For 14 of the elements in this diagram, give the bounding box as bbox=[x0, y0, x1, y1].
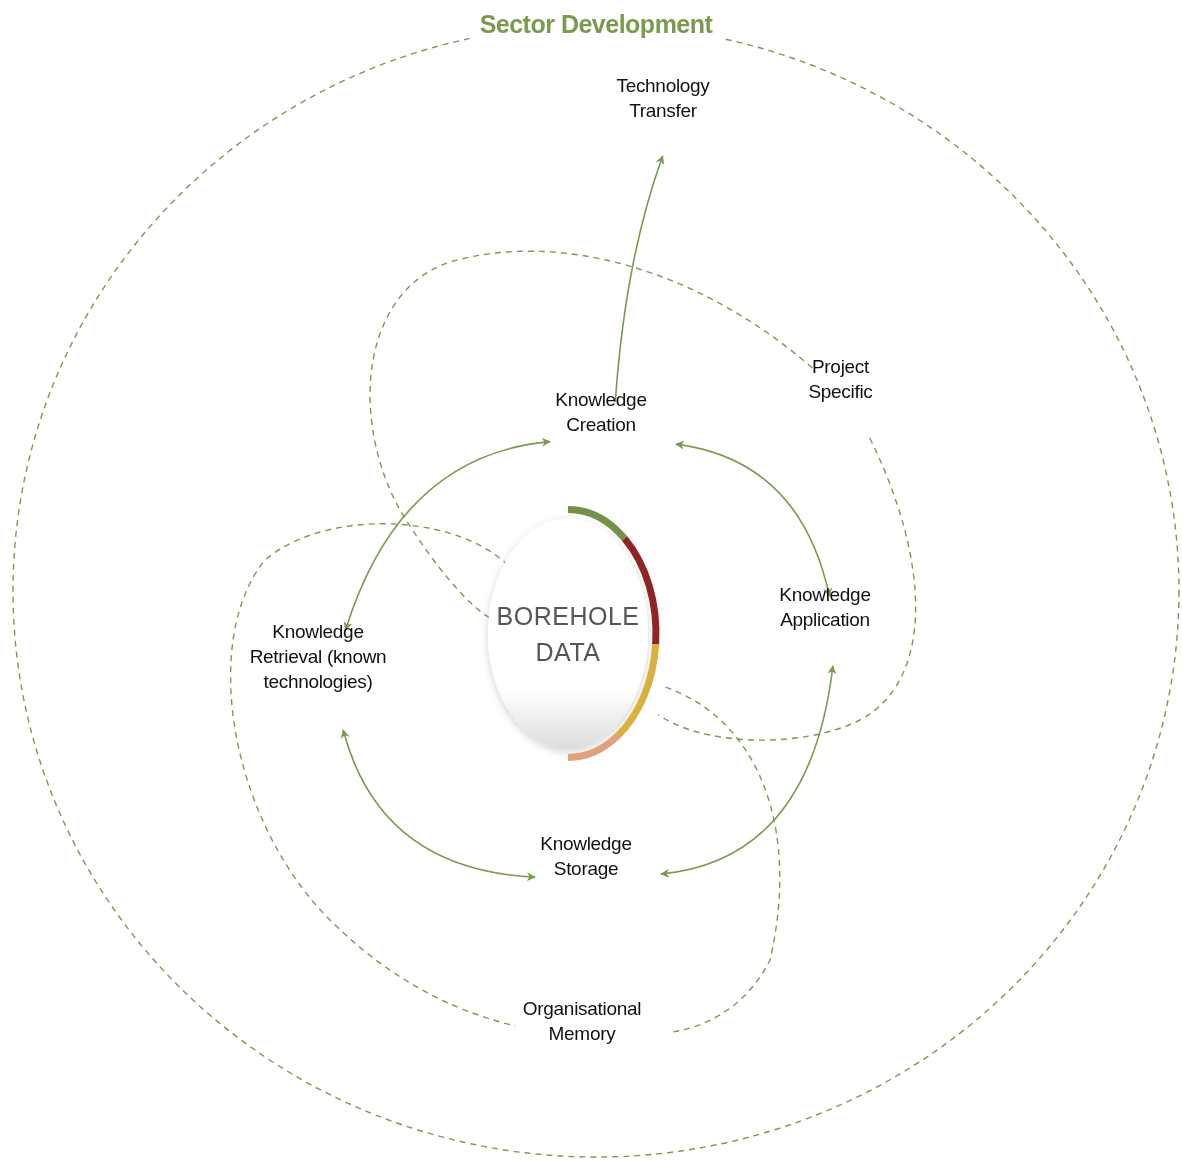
double-arrow bbox=[341, 729, 536, 881]
node-label: Knowledge Retrieval (known technologies) bbox=[248, 619, 388, 694]
node-label: Knowledge Storage bbox=[539, 832, 633, 881]
node-label: Technology Transfer bbox=[615, 74, 711, 123]
dashed-line bbox=[664, 686, 781, 1033]
node-label: Knowledge Creation bbox=[554, 388, 648, 437]
center-label: BOREHOLE DATA bbox=[495, 600, 641, 668]
node-label: Organisational Memory bbox=[521, 997, 643, 1046]
dashed-line bbox=[657, 437, 917, 741]
double-arrow bbox=[343, 438, 551, 631]
node-label: Project Specific bbox=[807, 355, 874, 404]
double-arrow bbox=[675, 441, 832, 597]
node-label: Knowledge Application bbox=[778, 583, 872, 632]
double-arrow bbox=[660, 665, 837, 878]
